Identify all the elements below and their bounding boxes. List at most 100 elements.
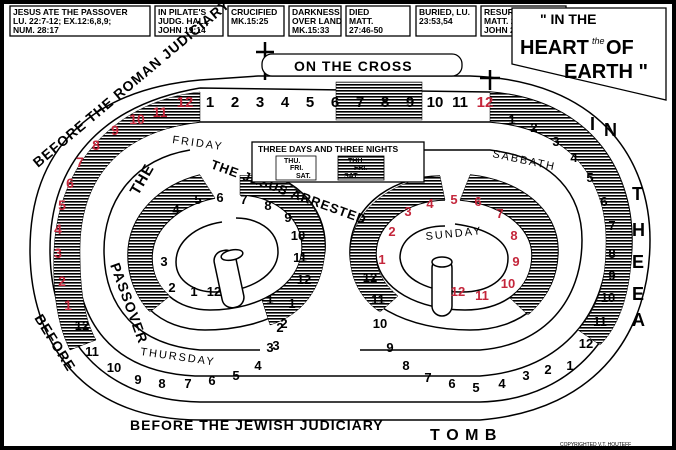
- hour-left-bottom-5: 7: [184, 376, 191, 391]
- box3-line2: MK.15:25: [231, 16, 269, 26]
- hour-right-inner-7: 8: [510, 228, 517, 243]
- box1-line3: NUM. 28:17: [13, 25, 59, 35]
- hour-right-outer-4: 5: [586, 170, 593, 185]
- hour-left-outer-5: 6: [66, 175, 74, 191]
- hour-left-outer-1: 10: [129, 111, 145, 127]
- hour-right-outer-1: 2: [530, 120, 537, 135]
- hour-left-outer-2: 9: [111, 122, 119, 138]
- hour-left-inner-top-4: 8: [264, 198, 271, 213]
- hour-right-inner-0: 1: [378, 252, 385, 267]
- hour-cross-9: 9: [406, 94, 414, 111]
- hour-right-outer-2: 3: [552, 134, 559, 149]
- hour-left-inner-top-5: 9: [284, 210, 291, 225]
- hour-right-inner-1: 2: [388, 224, 395, 239]
- legend-col2-fri: FRI.: [354, 165, 367, 172]
- hour-left-inner-left-1: 2: [168, 280, 175, 295]
- hour-left-bottom-4: 8: [158, 376, 165, 391]
- hour-cross-6: 6: [331, 94, 339, 111]
- legend-box: THREE DAYS AND THREE NIGHTS THU. FRI. SA…: [252, 142, 424, 182]
- hour-right-bottom-4: 7: [424, 370, 431, 385]
- hour-cross-4: 4: [281, 94, 290, 111]
- hour-right-outer-11: 12: [579, 336, 593, 351]
- right-scroll-icon: [432, 257, 452, 316]
- hour-right-outer-3: 4: [570, 150, 578, 165]
- hour-left-inner-top-2: 6: [216, 190, 223, 205]
- legend-col2-thu: THU.: [348, 158, 364, 165]
- title-line2: HEART: [520, 37, 589, 59]
- copyright-text: COPYRIGHTED V.T. HOUTEFF: [560, 442, 631, 448]
- hour-right-bottom-1: 10: [373, 316, 387, 331]
- hour-cross-5: 5: [306, 94, 314, 111]
- hour-cross-3: 3: [256, 94, 264, 111]
- hour-cross-11: 11: [452, 94, 468, 111]
- hour-right-outer-7: 8: [608, 246, 615, 261]
- hour-right-inner-11: 12: [451, 284, 465, 299]
- hour-right-bottom-6: 5: [472, 380, 479, 395]
- hour-left-outer-3: 8: [92, 137, 100, 153]
- hour-right-outer-0: 1: [508, 112, 515, 127]
- hour-left-inner-top-1: 5: [194, 192, 201, 207]
- hour-left-bottom-8: 4: [254, 358, 262, 373]
- the-letter-3: E: [632, 252, 645, 272]
- hour-left-outer-7: 4: [54, 221, 62, 237]
- hour-right-inner-6: 7: [496, 206, 503, 221]
- hour-right-inner-5: 6: [474, 194, 481, 209]
- jewish-judiciary-label: BEFORE THE JEWISH JUDICIARY: [130, 417, 384, 433]
- earth-letter-2: A: [632, 310, 646, 330]
- hour-left-inner-top-6: 10: [291, 228, 305, 243]
- box6-line2: 23:53,54: [419, 16, 453, 26]
- hour-cross-2: 2: [231, 94, 239, 111]
- hour-left-inner-left-2: 1: [190, 284, 197, 299]
- hour-cross-1: 1: [206, 94, 214, 111]
- hour-left-inner-top-7: 11: [293, 250, 307, 265]
- title-line1: " IN THE: [540, 11, 596, 27]
- hour-left-outer-10: 1: [64, 297, 72, 313]
- the-letter-1: T: [632, 184, 644, 204]
- hour-left-outer-8: 3: [54, 245, 62, 261]
- hour-right-outer-8: 9: [608, 268, 615, 283]
- title-line3: the: [592, 36, 605, 46]
- hour-left-bottom-3: 9: [134, 372, 141, 387]
- hour-left-outer-0: 11: [153, 104, 168, 120]
- hour-right-bottom-7: 4: [498, 376, 506, 391]
- hour-left-bottom-0: 12: [75, 318, 89, 333]
- hour-cross-12: 12: [477, 94, 494, 111]
- hour-left-bottom-2: 10: [107, 360, 121, 375]
- hour-right-inner-10: 11: [475, 288, 489, 303]
- hour-right-outer-5: 6: [600, 194, 607, 209]
- hour-left-bottom-11: 1: [288, 296, 295, 311]
- hour-left-outer-6: 5: [58, 197, 66, 213]
- legend-title: THREE DAYS AND THREE NIGHTS: [258, 144, 398, 154]
- hour-right-inner-9: 10: [501, 276, 515, 291]
- box4-line3: MK.15:33: [292, 25, 330, 35]
- legend-col1-fri: FRI.: [290, 165, 303, 172]
- hour-left-outer-4: 7: [76, 154, 84, 170]
- hour-left-bottom-1: 11: [85, 344, 99, 359]
- box5-line3: 27:46-50: [349, 25, 383, 35]
- hour-right-bottom-3: 8: [402, 358, 409, 373]
- hour-left-bottom-6: 6: [208, 373, 215, 388]
- hour-right-bottom-10: 1: [566, 358, 573, 373]
- the-letter-2: H: [632, 220, 646, 240]
- in-letter-2: N: [604, 120, 618, 140]
- title-line5: EARTH ": [564, 61, 648, 83]
- on-the-cross-label: ON THE CROSS: [294, 58, 413, 74]
- hour-left-inner-top-3: 7: [240, 192, 247, 207]
- hour-cross-7: 7: [356, 94, 364, 111]
- hour-right-inner-8: 9: [512, 254, 519, 269]
- hour-right-inner-4: 5: [450, 192, 457, 207]
- hour-left-inner-right-1: 2: [276, 320, 283, 335]
- in-letter-1: I: [590, 114, 596, 134]
- hour-left-inner-left-3: 12: [207, 284, 221, 299]
- hour-right-outer-10: 11: [593, 314, 607, 329]
- legend-col1-thu: THU.: [284, 158, 300, 165]
- hour-cross-8: 8: [381, 94, 389, 111]
- hour-left-outer-9: 2: [58, 273, 66, 289]
- hour-right-bottom-8: 3: [522, 368, 529, 383]
- title-line4: OF: [606, 37, 634, 59]
- hour-cross-10: 10: [427, 94, 444, 111]
- hour-right-inner-black-0: 12: [363, 270, 377, 285]
- hour-right-inner-2: 3: [404, 204, 411, 219]
- hour-right-outer-9: 10: [601, 290, 615, 305]
